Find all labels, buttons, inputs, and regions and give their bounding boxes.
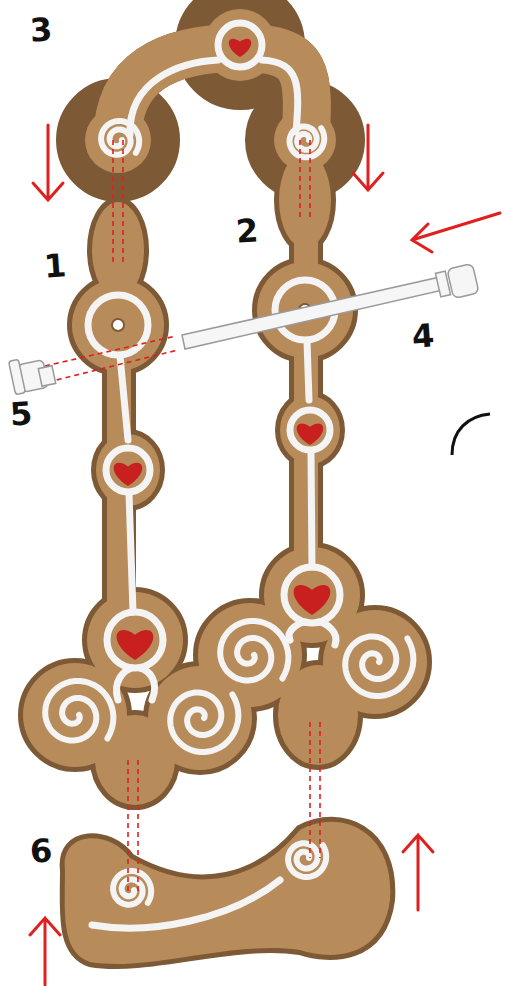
heart-decoration	[229, 39, 251, 57]
spiral-decoration	[45, 39, 413, 905]
callout-number: 5	[9, 397, 33, 430]
callout-number: 3	[29, 13, 53, 46]
heart-decoration	[297, 423, 324, 445]
icing-spiral	[45, 681, 113, 741]
icing-spiral	[170, 693, 238, 753]
icing-spiral	[101, 121, 139, 155]
callout-number: 2	[235, 214, 259, 247]
icing-spiral	[113, 871, 151, 905]
icing-spiral	[290, 126, 325, 157]
assembly-guide	[45, 140, 320, 892]
pin-hole	[112, 319, 124, 331]
icing-lines	[88, 23, 340, 928]
heart-decoration	[294, 585, 331, 615]
partial-arc	[452, 414, 490, 455]
white-pin	[9, 263, 479, 394]
heart-decoration	[114, 463, 143, 486]
icing-spiral	[220, 621, 288, 681]
callout-number: 6	[29, 834, 53, 867]
piece-outline	[23, 9, 427, 964]
heart-decoration	[117, 630, 154, 660]
callout-number: 4	[411, 319, 435, 352]
callout-number: 1	[43, 249, 67, 282]
direction-arrow	[30, 125, 500, 985]
gingerbread-piece	[23, 9, 427, 964]
icing-spiral	[345, 637, 413, 697]
